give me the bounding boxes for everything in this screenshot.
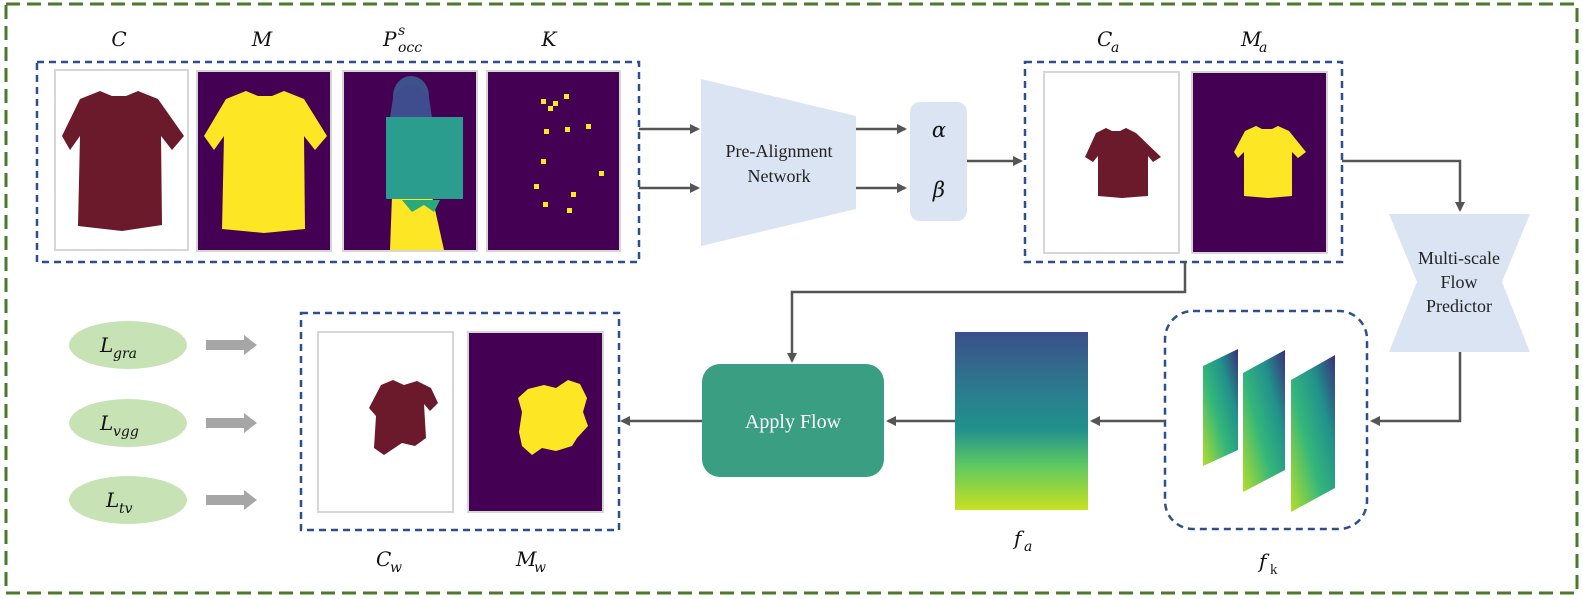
label-ma: M a — [1240, 27, 1267, 56]
flow-predictor-label-2: Flow — [1440, 272, 1477, 292]
loss-vgg-base: L — [99, 411, 113, 435]
loss-tv: L tv — [69, 476, 257, 524]
flow-predictor-label-1: Multi-scale — [1418, 248, 1500, 268]
label-mw: M w — [515, 547, 546, 576]
label-k: K — [541, 27, 558, 51]
garment-mask-m — [196, 70, 332, 252]
pre-alignment-label-1: Pre-Alignment — [726, 141, 833, 161]
label-fk-base: f — [1257, 549, 1270, 573]
flow-predictor-label-3: Predictor — [1426, 296, 1492, 316]
pre-alignment-network: Pre-Alignment Network — [701, 79, 856, 246]
loss-tv-sub: tv — [119, 501, 133, 517]
label-ca-sub: a — [1111, 40, 1119, 56]
label-p-sub: occ — [398, 40, 422, 56]
label-cw-base: C — [376, 547, 391, 571]
beta-symbol: β — [932, 178, 945, 202]
apply-flow-label: Apply Flow — [745, 411, 842, 433]
loss-gra-base: L — [99, 333, 113, 357]
loss-gra: L gra — [69, 321, 257, 369]
warped-group-box — [299, 311, 621, 532]
multi-scale-flow-predictor: Multi-scale Flow Predictor — [1389, 214, 1530, 352]
aligned-garment-ca — [1043, 71, 1180, 254]
loss-vgg-sub: vgg — [113, 424, 139, 440]
pre-alignment-label-2: Network — [748, 166, 811, 186]
aligned-group-box — [1023, 60, 1344, 264]
label-m: M — [251, 27, 273, 51]
loss-tv-base: L — [105, 488, 119, 512]
outer-border — [4, 2, 1579, 595]
label-p-occ: P s occ — [382, 23, 422, 56]
input-group-box — [35, 60, 641, 264]
loss-gra-sub: gra — [113, 346, 137, 362]
label-p-sup: s — [398, 23, 405, 39]
label-fa-sub: a — [1024, 539, 1032, 555]
parsing-map-p-occ — [342, 70, 478, 252]
label-ca-base: C — [1097, 27, 1112, 51]
garment-image-c — [54, 69, 189, 251]
label-fa: f a — [1012, 526, 1032, 555]
label-ca: C a — [1097, 27, 1119, 56]
warped-mask-mw — [467, 331, 604, 513]
aligned-mask-ma — [1191, 71, 1328, 254]
alpha-symbol: α — [932, 118, 946, 142]
label-mw-base: M — [515, 547, 537, 571]
arrow-to-flow-predictor — [1342, 159, 1465, 212]
label-mw-sub: w — [534, 560, 546, 576]
keypoint-map-k — [486, 70, 621, 252]
warped-garment-cw — [317, 331, 454, 513]
flow-field-fa — [955, 332, 1088, 510]
label-c: C — [111, 27, 126, 51]
label-ma-sub: a — [1259, 40, 1267, 56]
apply-flow-box: Apply Flow — [702, 364, 884, 477]
loss-vgg: L vgg — [69, 399, 257, 447]
arrow-to-fk — [1370, 352, 1462, 426]
label-fk-sub: k — [1270, 562, 1278, 578]
label-p-base: P — [382, 27, 397, 51]
label-fk: f k — [1257, 549, 1278, 578]
alpha-beta-box: α β — [910, 102, 967, 221]
arrow-aligned-to-apply-flow — [787, 262, 1187, 363]
label-cw-sub: w — [390, 560, 402, 576]
multi-scale-flows-fk — [1203, 349, 1335, 512]
label-ma-base: M — [1240, 27, 1262, 51]
label-cw: C w — [376, 547, 402, 576]
